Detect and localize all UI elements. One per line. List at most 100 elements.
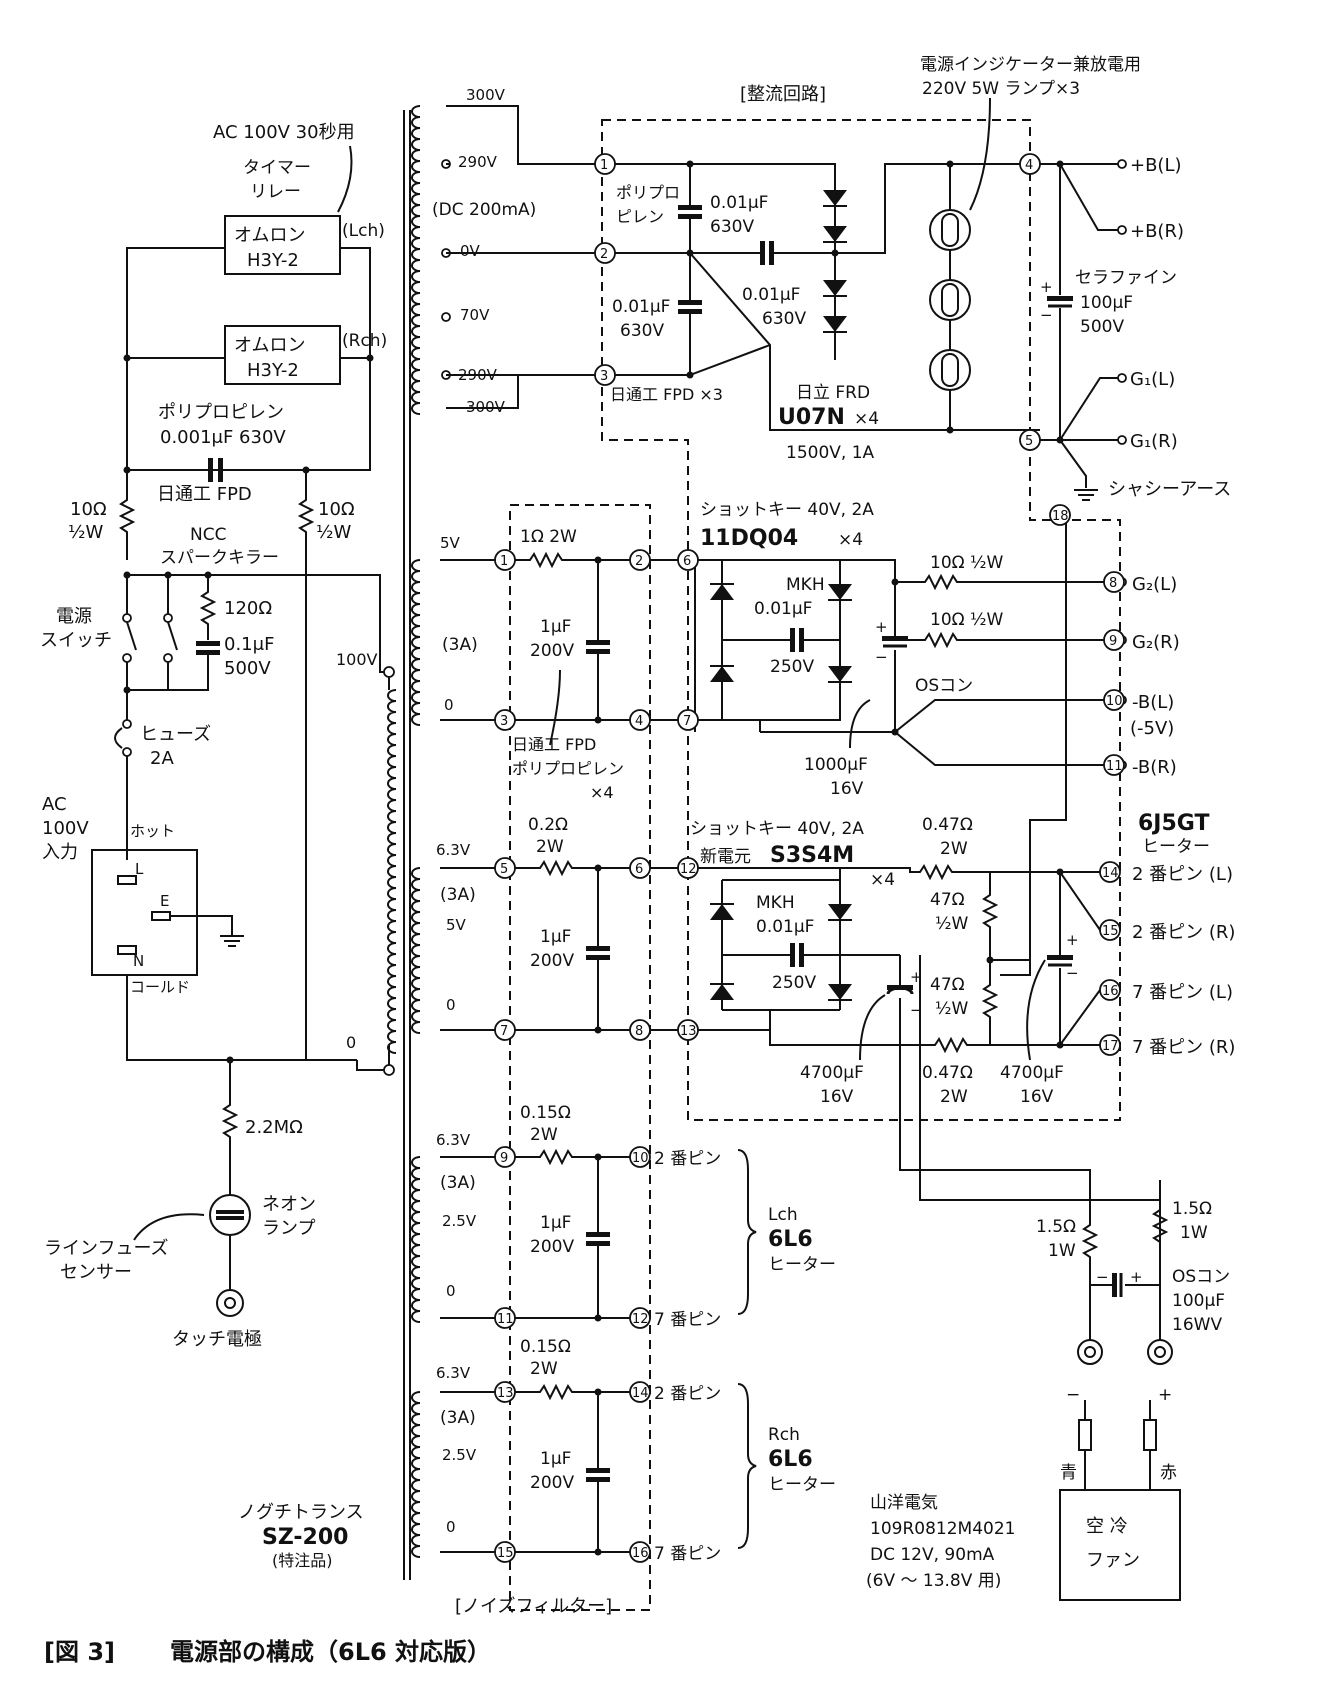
svg-text:+: + (1040, 278, 1053, 296)
svg-text:1: 1 (500, 554, 508, 569)
r-g2-l: 10Ω ½W (930, 553, 1004, 573)
nf-r2-2: 2W (536, 837, 564, 857)
primary-winding: 100V 0 (336, 650, 395, 1076)
out-b-r: +B(R) (1130, 221, 1184, 242)
fan-r2-2: 1W (1180, 1223, 1208, 1243)
frd-label: 日立 FRD (796, 383, 870, 403)
svg-text:+: + (1158, 1385, 1172, 1405)
nf-c2-2: 200V (530, 951, 574, 971)
nf-c1-2: 200V (530, 641, 574, 661)
fan-section: 1.5Ω 1W 1.5Ω 1W − + OSコン 100μF 16WV − + … (866, 1180, 1230, 1601)
heater-diode: S3S4M (770, 843, 854, 868)
figure-title: 電源部の構成（6L6 対応版） (170, 1638, 491, 1666)
node-16b: 16 (1099, 979, 1121, 1001)
bias-cbig-1: 1000μF (804, 755, 868, 775)
relay-l-model: H3Y-2 (247, 250, 299, 271)
fan-blue: 青 (1060, 1463, 1077, 1483)
relay-r-name: オムロン (234, 335, 305, 356)
hv-winding: 300V 290V 0V 70V 290V 300V (DC 200mA) (432, 86, 600, 416)
node-13b: 13 (494, 1381, 516, 1403)
heater-mult: ×4 (870, 870, 895, 890)
power-switch-1: 電源 (56, 606, 92, 627)
relay-r (224, 325, 341, 385)
nf-r3-2: 2W (530, 1125, 558, 1145)
node-2: 2 (594, 242, 616, 264)
nf-c4-2: 200V (530, 1473, 574, 1493)
heater-c2-1: 4700μF (1000, 1063, 1064, 1083)
r10-right-1: 10Ω (318, 499, 355, 520)
fan-r2-1: 1.5Ω (1172, 1199, 1212, 1219)
node-14b: 14 (1099, 861, 1121, 883)
r10-right-2: ½W (316, 522, 351, 543)
r47b-1: 47Ω (930, 975, 965, 995)
node-13: 13 (677, 1019, 699, 1041)
rch-label: ヒーター (768, 1475, 836, 1495)
node-6: 6 (677, 549, 699, 571)
lamp-2 (929, 279, 971, 321)
out-g1-l: G₁(L) (1130, 369, 1175, 390)
heater-p2: 2 番ピン (R) (1132, 922, 1235, 943)
fan-range: (6V ～ 13.8V 用) (866, 1571, 1001, 1591)
nf-r1: 1Ω 2W (520, 527, 577, 547)
ac-outlet (91, 849, 198, 976)
diode-rating: 1500V, 1A (786, 443, 875, 463)
c-a-1: 0.01μF (710, 193, 768, 213)
c-c-1: 0.01μF (742, 285, 800, 305)
timer-note: AC 100V 30秒用 (213, 122, 355, 143)
snubber-c-2: 500V (224, 658, 271, 679)
svg-text:2: 2 (635, 554, 643, 569)
fan-os-1: OSコン (1172, 1267, 1230, 1287)
w2-0: 0 (446, 996, 456, 1014)
hot-label: ホット (130, 822, 175, 840)
fan-label-1: 空 冷 (1086, 1516, 1128, 1537)
lch-ch: Lch (768, 1205, 798, 1225)
bias-diode: 11DQ04 (700, 526, 798, 551)
svg-text:16: 16 (632, 1546, 649, 1561)
w4-0: 0 (446, 1518, 456, 1536)
w3-3a: (3A) (440, 1173, 476, 1193)
fuse-label-2: 2A (150, 748, 174, 769)
line-sensor-2: センサー (60, 1262, 132, 1283)
nf-r2-1: 0.2Ω (528, 815, 568, 835)
noise-filter-section: [ノイズフィルター] 5V (3A) 0 1Ω 2W 1μF 200V 日通工 … (436, 504, 836, 1617)
transformer-coils (387, 105, 421, 1558)
nf-r-pin7: 7 番ピン (654, 1544, 721, 1564)
cap-main-1: セラファイン (1075, 268, 1177, 288)
fan-os-2: 100μF (1172, 1291, 1225, 1311)
svg-text:+: + (1130, 1268, 1143, 1286)
nf-l-pin2: 2 番ピン (654, 1149, 721, 1169)
r-neon: 2.2MΩ (245, 1117, 303, 1138)
node-10b: 10 (629, 1146, 651, 1168)
heater-c1-1: 4700μF (800, 1063, 864, 1083)
fan-box (1059, 1489, 1181, 1601)
noise-filter-title: [ノイズフィルター] (455, 1596, 612, 1617)
svg-text:16: 16 (1102, 984, 1119, 999)
node-3b: 3 (494, 709, 516, 731)
diode-u07n-mult: ×4 (854, 409, 879, 429)
svg-text:10: 10 (632, 1151, 649, 1166)
nf-r4-2: 2W (530, 1359, 558, 1379)
heater-tube: 6J5GT (1138, 811, 1209, 836)
nf-c3-2: 200V (530, 1237, 574, 1257)
out-bn-r: -B(R) (1132, 757, 1177, 778)
heater-v: 250V (772, 973, 816, 993)
w2-63v: 6.3V (436, 841, 471, 859)
w2-coil (411, 867, 421, 1034)
w3-25v: 2.5V (442, 1212, 477, 1230)
c-c-2: 630V (762, 309, 806, 329)
snubber-c-1: 0.1μF (224, 634, 274, 655)
node-5: 5 (1019, 429, 1041, 451)
svg-text:14: 14 (1102, 866, 1119, 881)
figure-number: [図 3] (44, 1638, 115, 1666)
bias-section: ショットキー 40V, 2A 11DQ04 ×4 MKH 0.01μF 250V… (650, 500, 1180, 799)
out-g1-r: G₁(R) (1130, 431, 1178, 452)
svg-text:14: 14 (632, 1386, 649, 1401)
node-9b: 9 (494, 1146, 516, 1168)
svg-text:−: − (875, 648, 888, 666)
cap-main-2: 100μF (1080, 293, 1133, 313)
pin-e: E (160, 892, 169, 910)
fpd-label: 日通工 FPD (157, 484, 252, 505)
relay-l-ch: (Lch) (342, 221, 385, 241)
heater-r-top-1: 0.47Ω (922, 815, 973, 835)
heater-r-bot-1: 0.47Ω (922, 1063, 973, 1083)
